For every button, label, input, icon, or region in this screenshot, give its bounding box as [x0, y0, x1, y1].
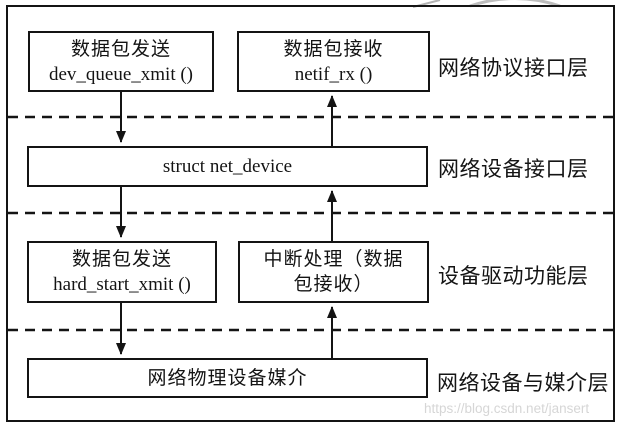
- box-label-fn: dev_queue_xmit (): [48, 63, 194, 85]
- box-label-cn: 数据包接收: [283, 38, 384, 60]
- box-label-cn: 数据包发送: [70, 38, 171, 60]
- watermark-url: https://blog.csdn.net/jansert: [424, 401, 590, 416]
- watermark-artifact-arc: [469, 0, 561, 8]
- box-label-cn2: 包接收）: [293, 274, 374, 295]
- box-interrupt-handler: 中断处理（数据 包接收）: [238, 241, 429, 303]
- box-struct-net-device: struct net_device: [27, 146, 428, 187]
- box-packet-send-hard-start-xmit: 数据包发送 hard_start_xmit (): [27, 241, 217, 303]
- box-label-cn: 中断处理（数据: [263, 249, 404, 270]
- layer-label-protocol-interface: 网络协议接口层: [438, 56, 589, 80]
- box-label-fn: struct net_device: [162, 156, 293, 177]
- box-packet-receive-netif-rx: 数据包接收 netif_rx (): [237, 31, 430, 92]
- box-packet-send-dev-queue-xmit: 数据包发送 dev_queue_xmit (): [28, 31, 214, 92]
- layer-label-driver-function: 设备驱动功能层: [438, 264, 589, 288]
- box-label-fn: hard_start_xmit (): [53, 274, 191, 295]
- layer-label-device-media: 网络设备与媒介层: [437, 371, 609, 395]
- box-label-cn: 网络物理设备媒介: [147, 367, 308, 389]
- box-physical-media: 网络物理设备媒介: [27, 358, 428, 398]
- box-label-fn: netif_rx (): [294, 63, 373, 85]
- box-label-cn: 数据包发送: [71, 249, 172, 270]
- diagram-frame: [6, 5, 615, 422]
- layer-label-device-interface: 网络设备接口层: [438, 157, 589, 181]
